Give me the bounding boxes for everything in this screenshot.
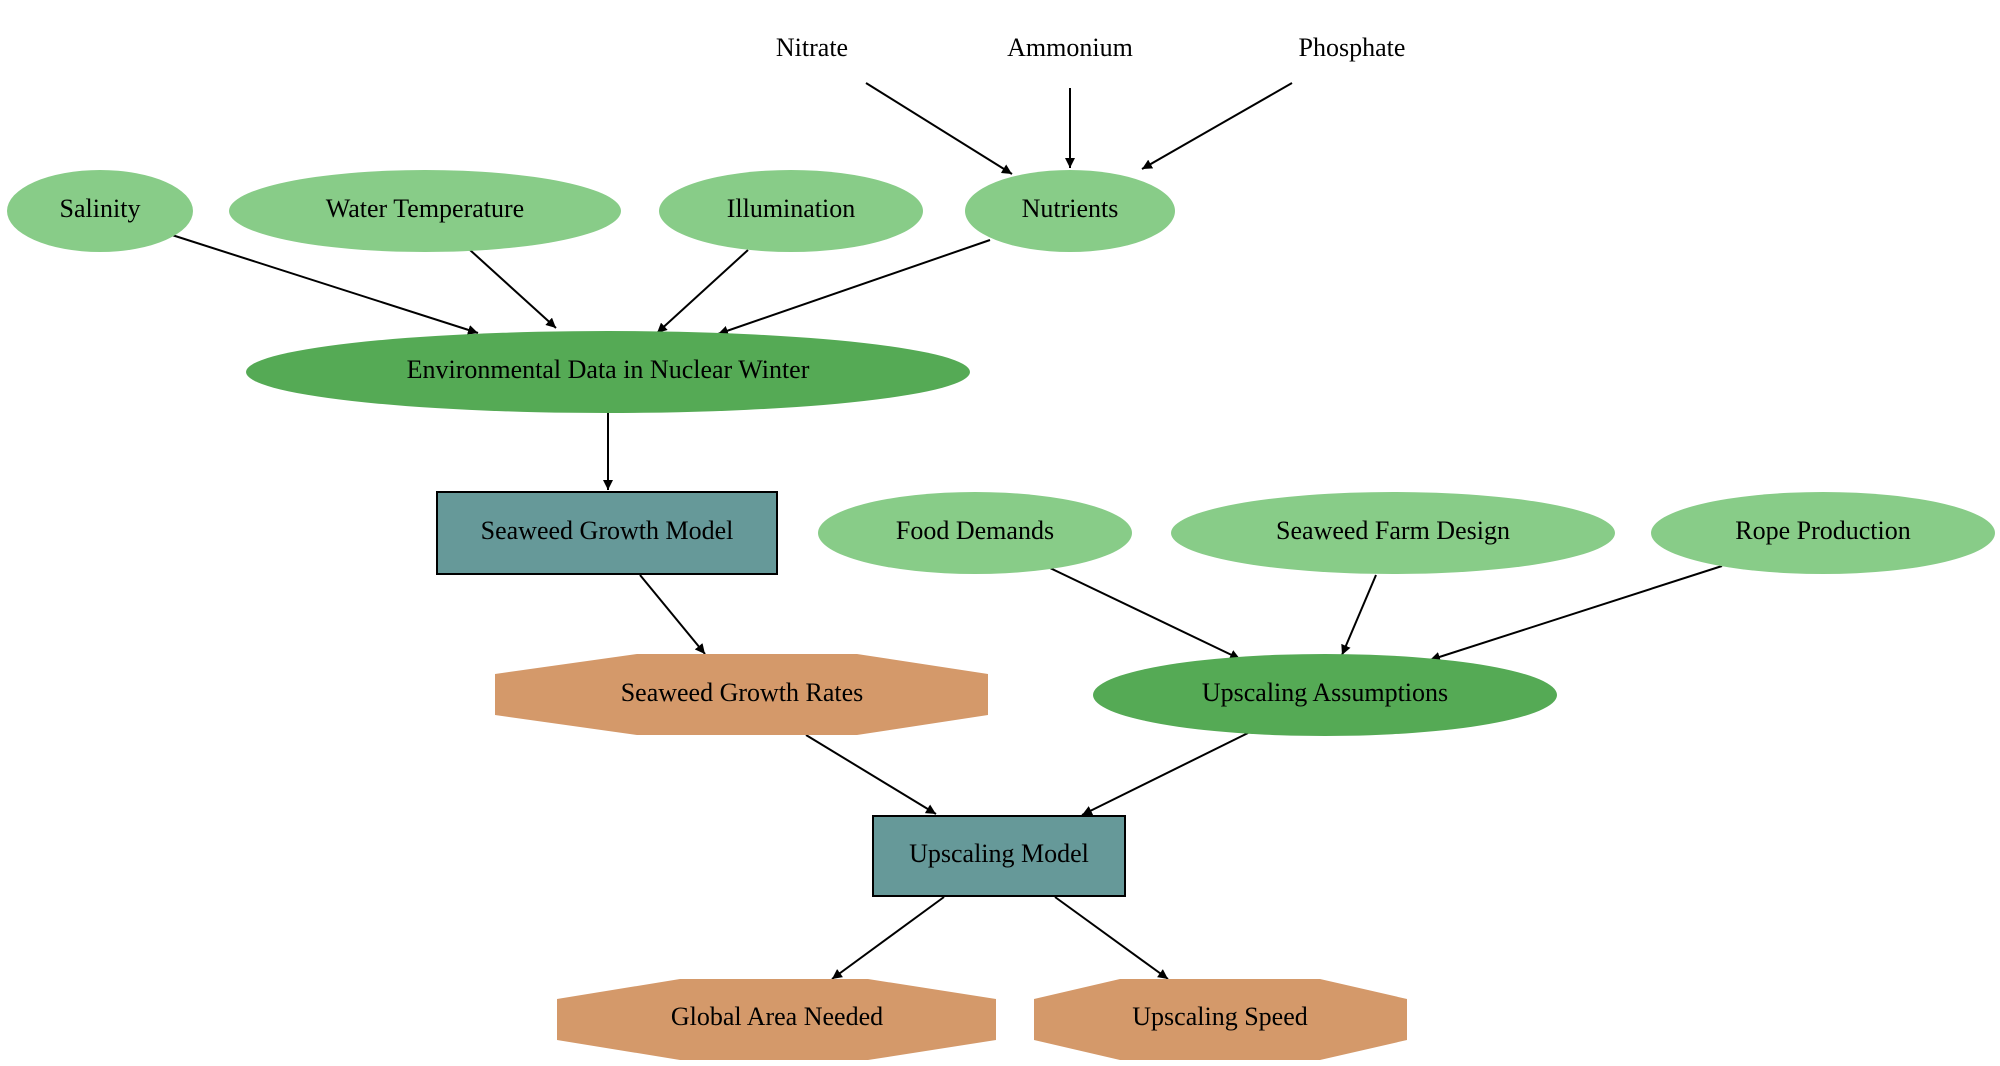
edge-illumination-environmental bbox=[656, 249, 749, 334]
edge-nutrients-environmental bbox=[717, 239, 991, 336]
edge-salinity-environmental bbox=[171, 234, 479, 335]
node-food-demands-label: Food Demands bbox=[896, 516, 1054, 545]
edge-nitrate-nutrients bbox=[865, 82, 1013, 175]
node-seaweed-farm-design: Seaweed Farm Design bbox=[1171, 492, 1615, 574]
node-illumination: Illumination bbox=[659, 170, 923, 252]
node-seaweed-growth-rates: Seaweed Growth Rates bbox=[495, 654, 988, 735]
node-water-temperature-label: Water Temperature bbox=[326, 194, 524, 223]
edge-rope-production-assumptions bbox=[1429, 565, 1723, 662]
node-upscaling-model: Upscaling Model bbox=[872, 815, 1126, 897]
node-rope-production: Rope Production bbox=[1651, 492, 1995, 574]
node-upscaling-assumptions-label: Upscaling Assumptions bbox=[1202, 678, 1448, 707]
node-salinity: Salinity bbox=[7, 170, 193, 252]
node-global-area-needed-label: Global Area Needed bbox=[671, 1002, 883, 1031]
node-upscaling-speed-label: Upscaling Speed bbox=[1132, 1002, 1307, 1031]
edge-assumptions-upscaling-model bbox=[1081, 732, 1249, 816]
node-seaweed-farm-design-label: Seaweed Farm Design bbox=[1276, 516, 1510, 545]
node-upscaling-model-label: Upscaling Model bbox=[909, 839, 1089, 868]
node-environmental-data: Environmental Data in Nuclear Winter bbox=[246, 331, 970, 413]
node-seaweed-growth-rates-label: Seaweed Growth Rates bbox=[621, 678, 864, 707]
node-rope-production-label: Rope Production bbox=[1735, 516, 1911, 545]
edge-water-temperature-environmental bbox=[469, 249, 557, 329]
node-upscaling-speed: Upscaling Speed bbox=[1034, 979, 1407, 1060]
edge-phosphate-nutrients bbox=[1141, 82, 1293, 170]
node-environmental-data-label: Environmental Data in Nuclear Winter bbox=[407, 355, 810, 384]
node-salinity-label: Salinity bbox=[60, 194, 141, 223]
edge-growth-model-growth-rates bbox=[639, 574, 706, 655]
node-ammonium: Ammonium bbox=[1007, 33, 1133, 62]
node-seaweed-growth-model-label: Seaweed Growth Model bbox=[481, 516, 734, 545]
edge-upscaling-model-global-area bbox=[831, 896, 945, 980]
edge-growth-rates-upscaling-model bbox=[805, 734, 937, 815]
node-seaweed-growth-model: Seaweed Growth Model bbox=[436, 491, 778, 575]
edge-food-demands-assumptions bbox=[1049, 567, 1241, 660]
node-phosphate: Phosphate bbox=[1299, 33, 1406, 62]
node-global-area-needed: Global Area Needed bbox=[557, 979, 996, 1060]
node-upscaling-assumptions: Upscaling Assumptions bbox=[1093, 654, 1557, 736]
node-food-demands: Food Demands bbox=[818, 492, 1132, 574]
node-nutrients-label: Nutrients bbox=[1022, 194, 1119, 223]
node-illumination-label: Illumination bbox=[727, 194, 856, 223]
edges bbox=[171, 82, 1723, 980]
node-nitrate: Nitrate bbox=[776, 33, 848, 62]
node-nutrients: Nutrients bbox=[965, 170, 1175, 252]
edge-upscaling-model-speed bbox=[1054, 896, 1169, 980]
node-water-temperature: Water Temperature bbox=[229, 170, 621, 252]
edge-farm-design-assumptions bbox=[1341, 574, 1377, 656]
